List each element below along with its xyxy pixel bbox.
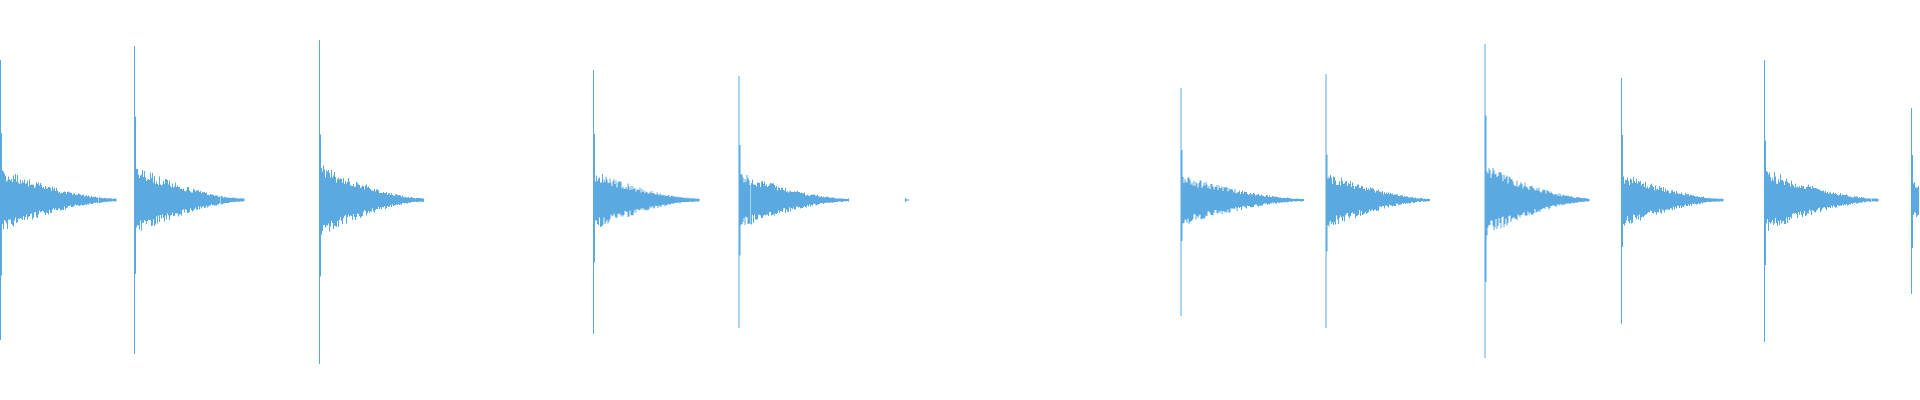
waveform-transient (1620, 78, 1724, 324)
waveform-transient (738, 76, 850, 328)
waveform-transient (1180, 88, 1305, 316)
waveform-transient (0, 60, 117, 340)
waveform-transients (0, 40, 1919, 364)
waveform-transient (592, 70, 700, 334)
waveform-transient (1763, 60, 1879, 342)
waveform-transient (133, 46, 245, 354)
waveform-transient (1325, 74, 1430, 328)
waveform-transient (1484, 44, 1590, 358)
waveform-transient (904, 198, 910, 202)
waveform-transient (1910, 108, 1919, 294)
waveform-transient (319, 40, 424, 364)
